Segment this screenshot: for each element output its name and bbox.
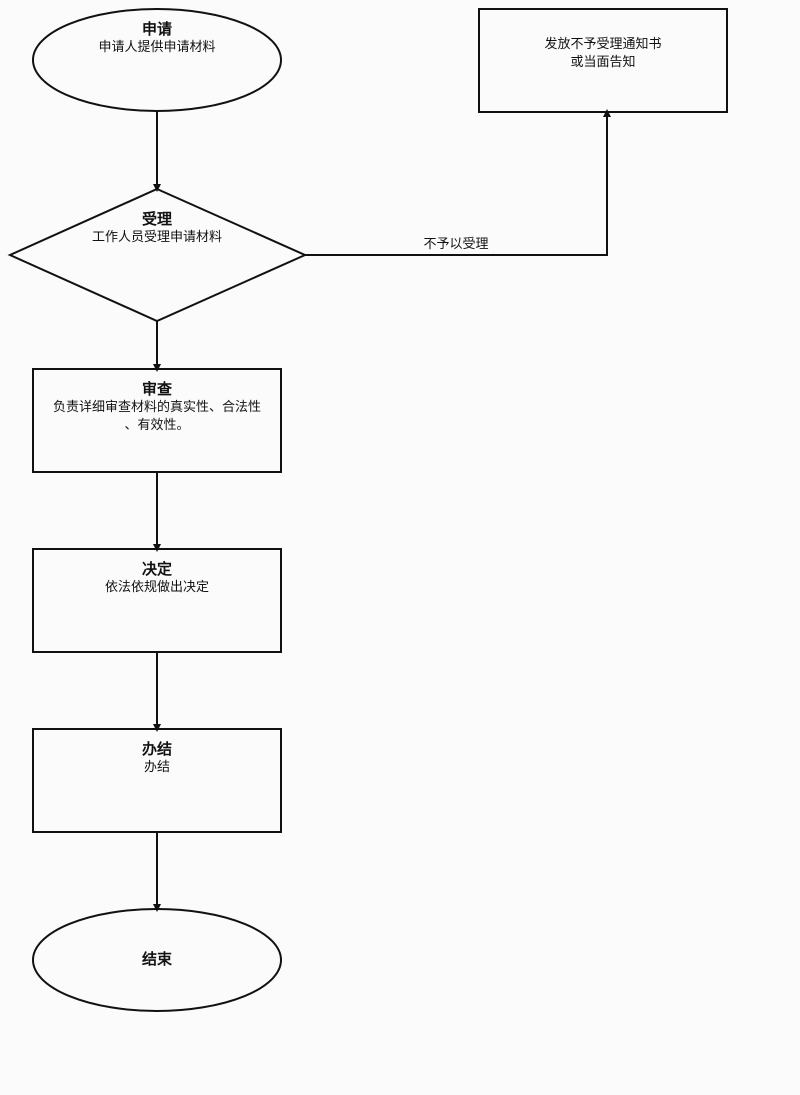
accept-desc: 工作人员受理申请材料 — [91, 230, 222, 245]
review-line1: 负责详细审查材料的真实性、合法性 — [52, 400, 261, 415]
reject-line1: 发放不予受理通知书 — [544, 37, 662, 52]
review-title: 审查 — [141, 380, 172, 398]
reject-line2: 或当面告知 — [570, 55, 636, 70]
decide-node: 决定 依法依规做出决定 — [35, 559, 279, 597]
apply-node: 申请 申请人提供申请材料 — [40, 19, 274, 57]
accept-title: 受理 — [141, 210, 172, 228]
decide-title: 决定 — [141, 560, 172, 578]
conclude-title: 办结 — [141, 740, 172, 758]
end-title: 结束 — [141, 950, 172, 968]
review-line2: 、有效性。 — [124, 418, 190, 433]
end-node: 结束 — [40, 949, 274, 969]
reject-node: 发放不予受理通知书 或当面告知 — [481, 36, 725, 72]
apply-desc: 申请人提供申请材料 — [98, 40, 216, 55]
apply-title: 申请 — [141, 20, 172, 38]
edge-accept-reject — [305, 109, 611, 256]
review-node: 审查 负责详细审查材料的真实性、合法性 、有效性。 — [35, 379, 279, 435]
conclude-desc: 办结 — [143, 760, 170, 775]
conclude-node: 办结 办结 — [35, 739, 279, 777]
reject-edge-label: 不予以受理 — [423, 237, 489, 252]
decide-desc: 依法依规做出决定 — [104, 580, 209, 595]
accept-node: 受理 工作人员受理申请材料 — [40, 209, 274, 247]
